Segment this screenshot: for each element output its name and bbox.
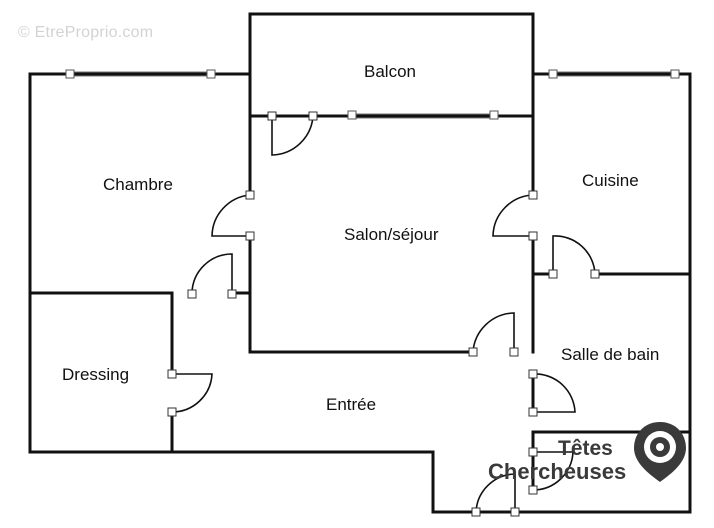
watermark-text: © EtreProprio.com (18, 24, 154, 41)
door-cuisine-inner (552, 235, 596, 275)
label-entree: Entrée (326, 395, 376, 414)
label-cuisine: Cuisine (582, 171, 639, 190)
label-dressing: Dressing (62, 365, 129, 384)
brand-logo: Têtes Chercheuses (488, 418, 698, 504)
door-dressing (171, 373, 213, 413)
door-salon-cuisine (492, 194, 534, 237)
label-chambre: Chambre (103, 175, 173, 194)
location-pin-icon (634, 422, 686, 482)
window-caps (65, 69, 680, 120)
label-salle-de-bain: Salle de bain (561, 345, 659, 364)
door-sdb (532, 373, 576, 413)
door-hinges (167, 111, 600, 517)
door-salon-entree (472, 312, 515, 353)
door-entrance (475, 473, 516, 513)
room-labels: Balcon Chambre Cuisine Salon/séjour Dres… (62, 62, 659, 414)
wall-bottom-left (28, 430, 692, 514)
door-chambre (211, 194, 251, 237)
doors (171, 115, 596, 513)
logo-line2: Chercheuses (488, 459, 627, 484)
wall-balcony (248, 12, 535, 118)
door-wc (532, 451, 574, 491)
logo-line1: Têtes (558, 437, 613, 460)
label-salon: Salon/séjour (344, 225, 439, 244)
label-balcon: Balcon (364, 62, 416, 81)
door-balcony (271, 115, 314, 156)
door-chambre-entree (191, 253, 233, 294)
walls (28, 12, 692, 514)
